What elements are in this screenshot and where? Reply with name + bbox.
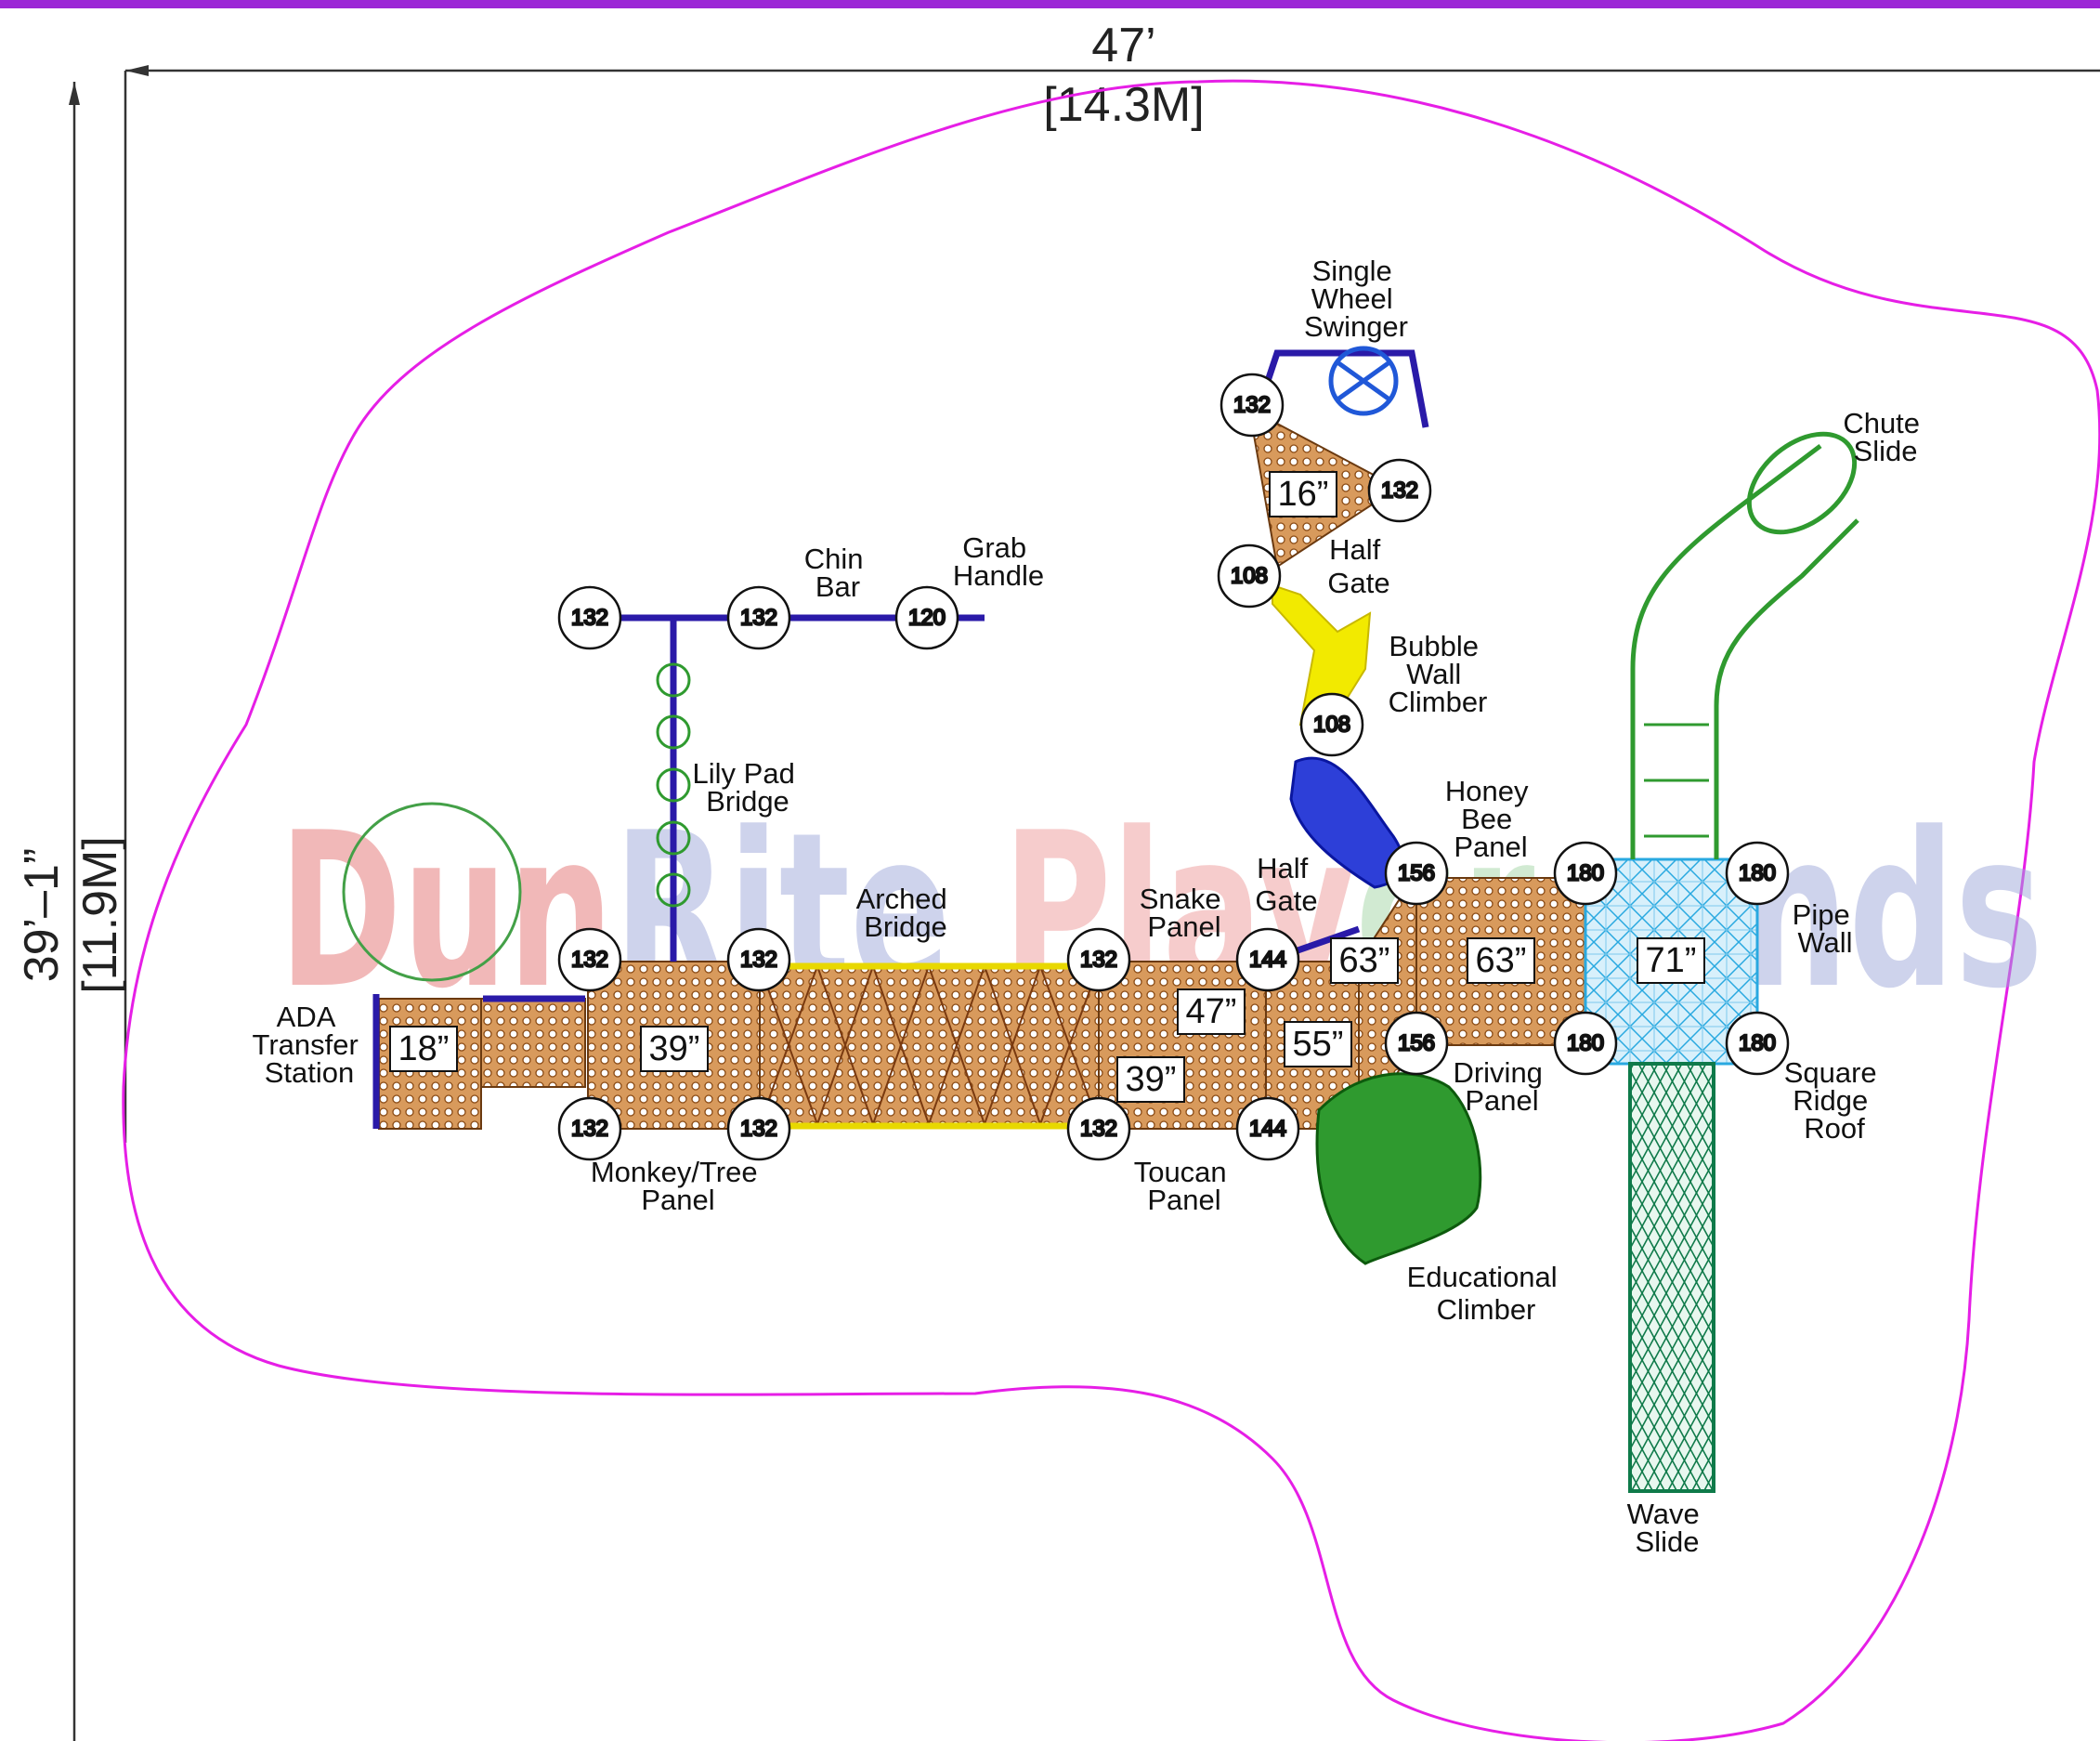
svg-text:132: 132 bbox=[740, 1117, 777, 1142]
driving-panel-label: Driving Panel bbox=[1453, 1056, 1550, 1117]
post: 180 bbox=[1553, 841, 1618, 906]
svg-text:132: 132 bbox=[1233, 393, 1271, 418]
educational-climber bbox=[1315, 1072, 1482, 1265]
post: 108 bbox=[1217, 543, 1282, 609]
post: 132 bbox=[1220, 373, 1285, 438]
wave-slide-label: Wave Slide bbox=[1627, 1498, 1708, 1558]
post: 180 bbox=[1725, 1011, 1790, 1076]
svg-text:144: 144 bbox=[1249, 948, 1286, 973]
svg-text:132: 132 bbox=[1080, 948, 1117, 973]
width-dimension: 47’ [14.3M] bbox=[124, 19, 2100, 1143]
post: 144 bbox=[1235, 927, 1300, 992]
half-gate-mid-label: Half Gate bbox=[1255, 852, 1317, 917]
svg-text:132: 132 bbox=[1381, 478, 1418, 504]
ada-transfer-station-label: ADA Transfer Station bbox=[253, 1001, 367, 1089]
post: 156 bbox=[1384, 841, 1449, 906]
post: 144 bbox=[1235, 1096, 1300, 1161]
component-labels: Single Wheel Swinger Chute Slide Half Ga… bbox=[253, 255, 1927, 1558]
deck-height-label: 47” bbox=[1186, 992, 1237, 1031]
svg-text:132: 132 bbox=[1080, 1117, 1117, 1142]
deck-height-labels: 18” 39” 47” 39” 55” 63” 63” 71” 16” bbox=[389, 471, 1705, 1103]
post: 132 bbox=[557, 927, 622, 992]
lily-pad-bridge bbox=[656, 662, 691, 908]
single-wheel-swinger-label: Single Wheel Swinger bbox=[1304, 255, 1408, 343]
svg-text:108: 108 bbox=[1231, 564, 1268, 589]
post: 132 bbox=[1367, 458, 1432, 523]
top-border bbox=[0, 0, 2100, 8]
post: 180 bbox=[1725, 841, 1790, 906]
post: 180 bbox=[1553, 1011, 1618, 1076]
half-gate-top-label: Half Gate bbox=[1327, 533, 1389, 599]
chin-bar-label: Chin Bar bbox=[804, 543, 871, 603]
svg-text:132: 132 bbox=[740, 948, 777, 973]
deck-height-label: 63” bbox=[1476, 941, 1527, 980]
svg-text:132: 132 bbox=[571, 948, 608, 973]
deck-height-label: 39” bbox=[1126, 1060, 1177, 1099]
deck-height-label: 16” bbox=[1278, 475, 1329, 514]
monkey-tree-panel-label: Monkey/Tree Panel bbox=[591, 1156, 765, 1216]
toucan-panel-label: Toucan Panel bbox=[1134, 1156, 1235, 1216]
deck-ada-step bbox=[480, 998, 586, 1088]
chute-slide bbox=[1630, 431, 1859, 859]
watermark-logo bbox=[342, 802, 522, 982]
deck-39-right bbox=[1098, 961, 1267, 1130]
svg-text:180: 180 bbox=[1739, 861, 1776, 886]
post: 132 bbox=[557, 1096, 622, 1161]
height-dimension: 39’–1” [11.9M] bbox=[15, 82, 127, 1741]
bubble-wall-climber-label: Bubble Wall Climber bbox=[1389, 630, 1488, 718]
honey-bee-panel-label: Honey Bee Panel bbox=[1445, 775, 1536, 863]
lily-pad-bridge-label: Lily Pad Bridge bbox=[693, 757, 803, 818]
decks bbox=[378, 407, 1759, 1132]
pipe-wall-label: Pipe Wall bbox=[1793, 898, 1859, 959]
swinger-wheel bbox=[1328, 346, 1399, 416]
deck-height-label: 71” bbox=[1646, 941, 1697, 980]
post: 108 bbox=[1299, 692, 1364, 757]
deck-height-label: 39” bbox=[649, 1029, 700, 1068]
height-m-label: [11.9M] bbox=[73, 836, 127, 994]
arched-bridge-deck bbox=[759, 965, 1100, 1125]
grab-handle-label: Grab Handle bbox=[953, 531, 1044, 592]
svg-text:144: 144 bbox=[1249, 1117, 1286, 1142]
post: 156 bbox=[1384, 1011, 1449, 1076]
deck-height-label: 63” bbox=[1339, 941, 1390, 980]
post: 132 bbox=[557, 585, 622, 650]
post: 132 bbox=[726, 1096, 791, 1161]
educational-climber-label: Educational Climber bbox=[1407, 1261, 1566, 1326]
post: 132 bbox=[1066, 1096, 1131, 1161]
deck-height-label: 18” bbox=[398, 1029, 450, 1068]
arched-bridge-label: Arched Bridge bbox=[856, 883, 956, 943]
svg-text:156: 156 bbox=[1398, 1031, 1435, 1056]
post: 132 bbox=[726, 585, 791, 650]
svg-text:120: 120 bbox=[908, 606, 946, 631]
width-ft-label: 47’ bbox=[1091, 19, 1155, 72]
posts: 132 132 120 132 132 132 132 132 132 144 … bbox=[557, 373, 1790, 1161]
post: 132 bbox=[726, 927, 791, 992]
svg-text:180: 180 bbox=[1739, 1031, 1776, 1056]
svg-text:180: 180 bbox=[1567, 861, 1604, 886]
post: 120 bbox=[894, 585, 959, 650]
wave-slide bbox=[1628, 1062, 1715, 1493]
post: 132 bbox=[1066, 927, 1131, 992]
snake-panel-label: Snake Panel bbox=[1140, 883, 1230, 943]
svg-text:156: 156 bbox=[1398, 861, 1435, 886]
chute-slide-label: Chute Slide bbox=[1843, 407, 1927, 467]
svg-text:180: 180 bbox=[1567, 1031, 1604, 1056]
svg-text:132: 132 bbox=[740, 606, 777, 631]
svg-text:108: 108 bbox=[1313, 713, 1350, 738]
deck-height-label: 55” bbox=[1293, 1025, 1344, 1064]
square-ridge-roof-label: Square Ridge Roof bbox=[1784, 1056, 1885, 1145]
height-ft-label: 39’–1” bbox=[15, 848, 69, 983]
svg-text:132: 132 bbox=[571, 1117, 608, 1142]
svg-text:132: 132 bbox=[571, 606, 608, 631]
